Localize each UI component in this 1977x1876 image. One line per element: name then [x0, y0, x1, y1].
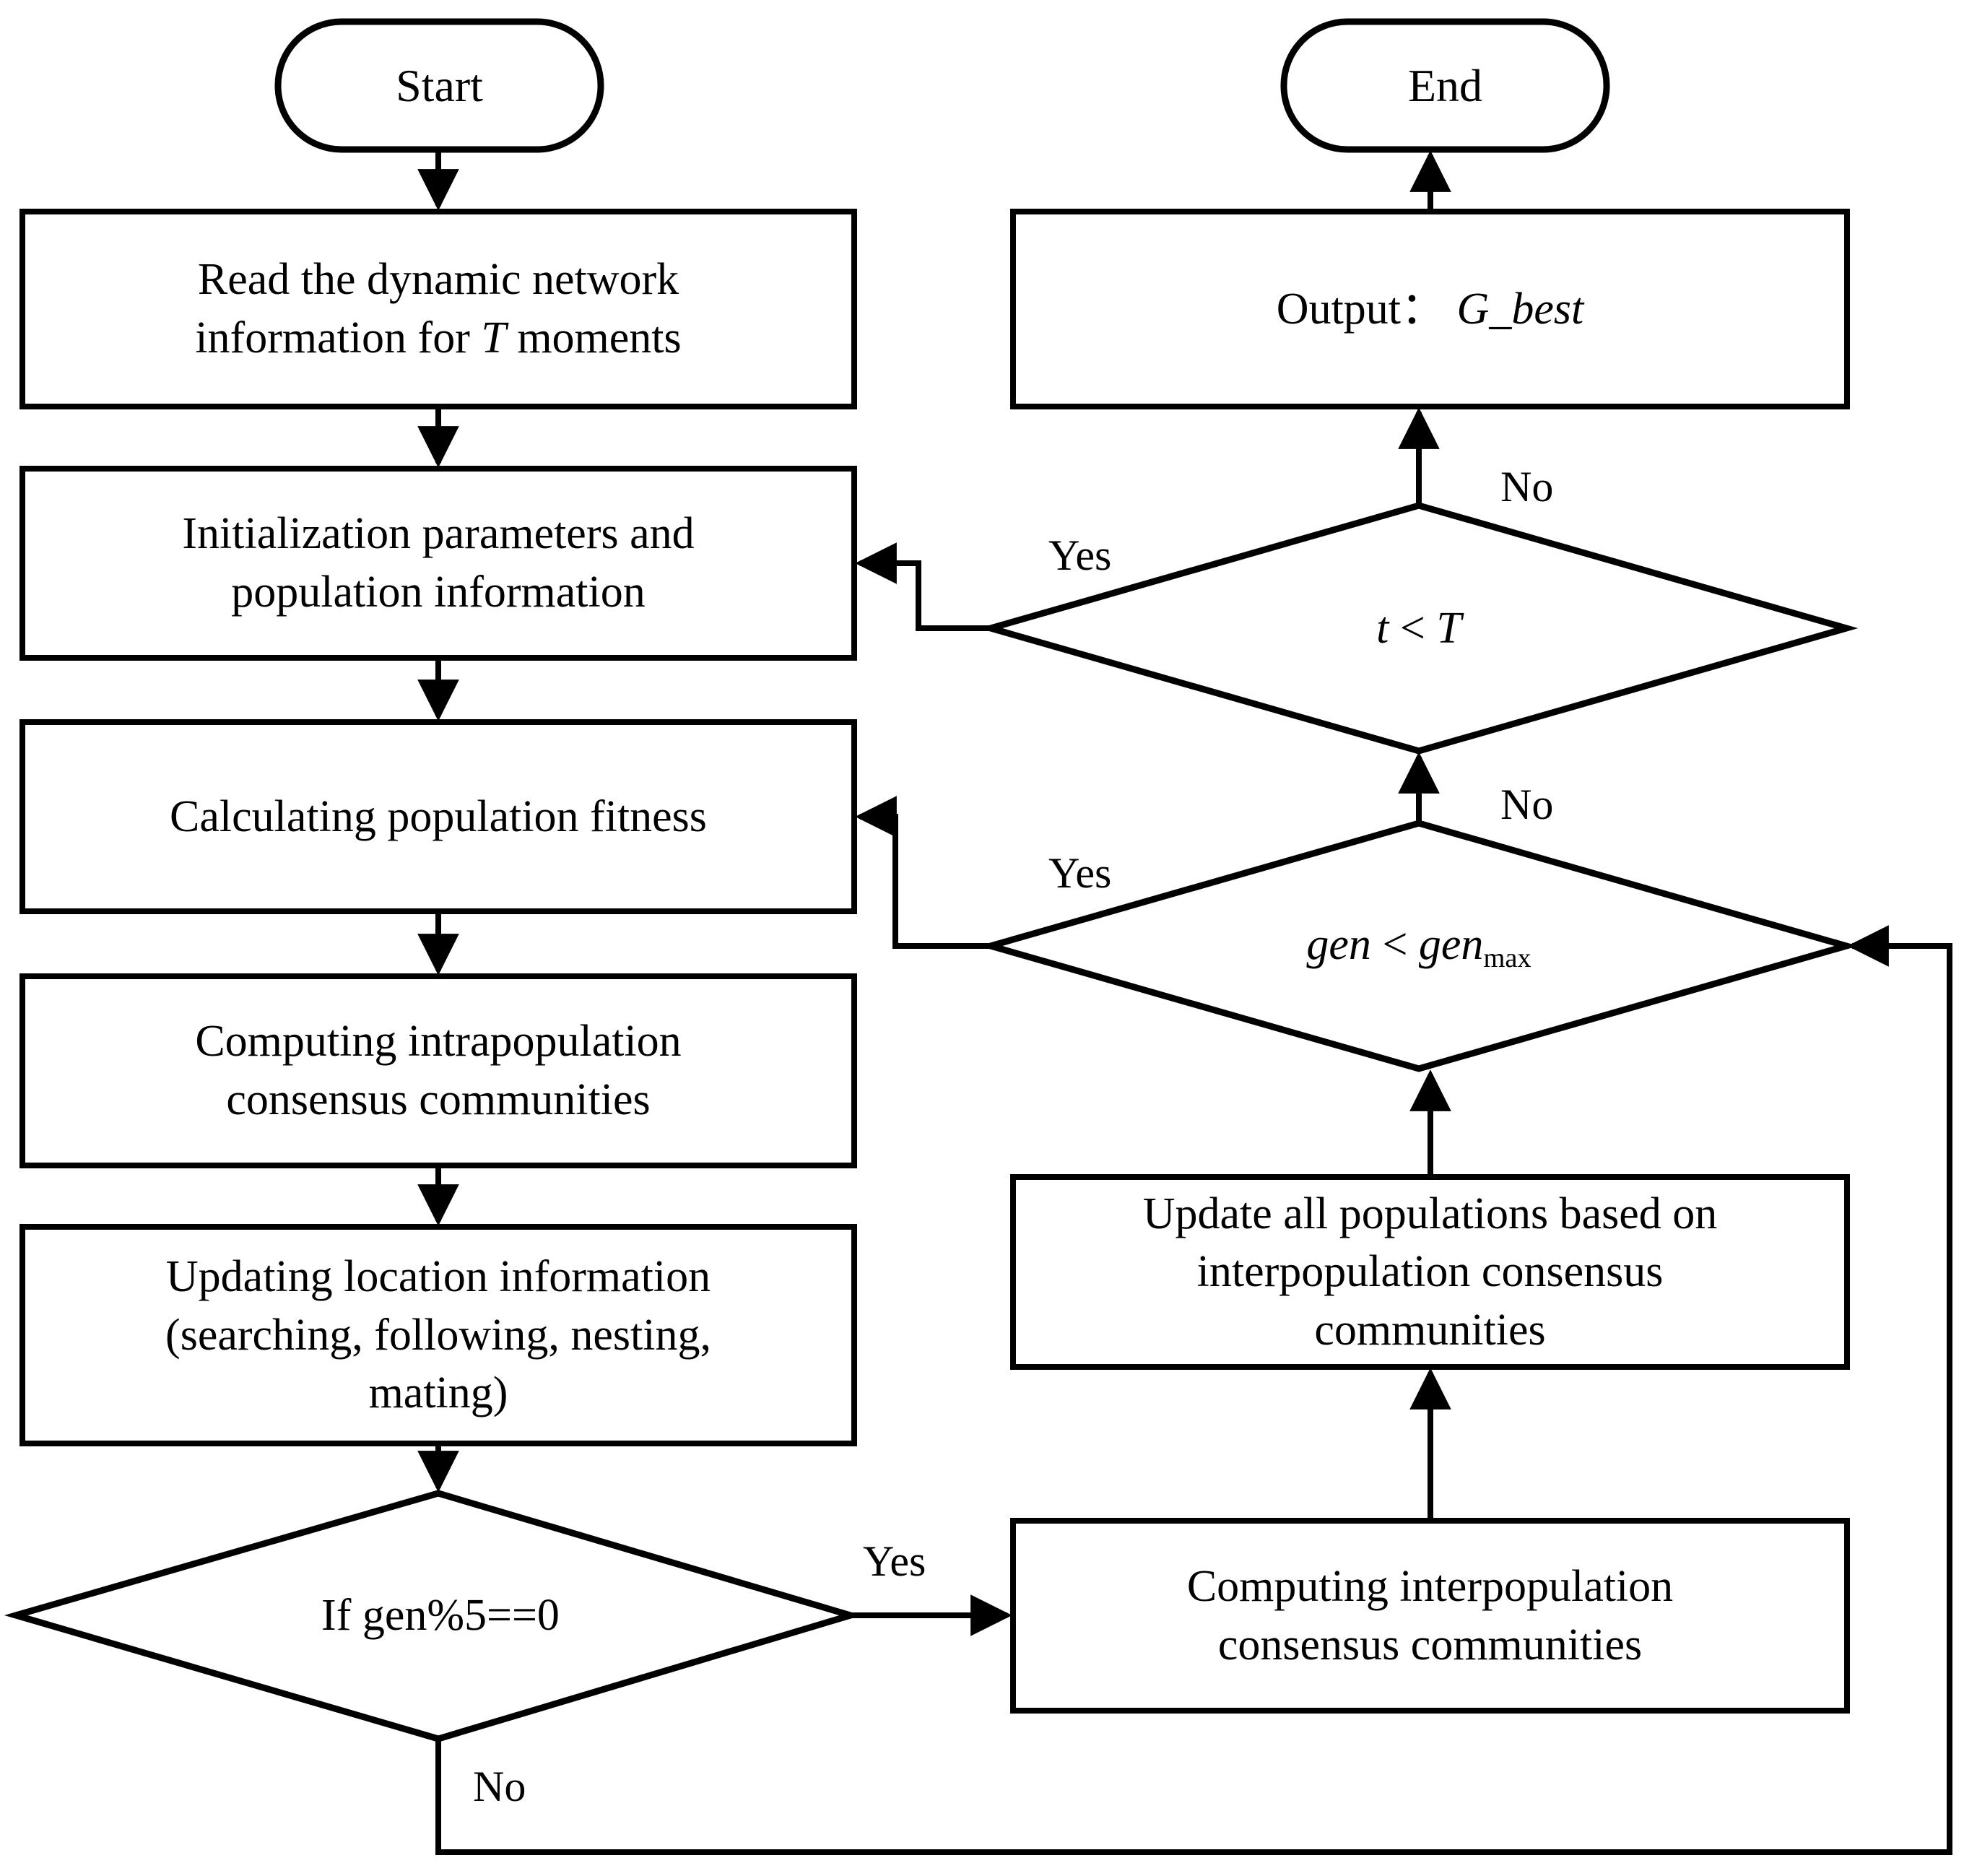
edge-label-if-yes: Yes: [863, 1537, 926, 1585]
edge-ifgen5-no-to-genmax: [435, 925, 1952, 1855]
edge-genmax-yes-to-fitness: [855, 796, 991, 949]
output-box-shape: [1010, 209, 1850, 409]
end-terminator-shape: [1280, 18, 1610, 153]
edge-tltT-yes-to-init: [855, 542, 991, 631]
edge-label-gen-no: No: [1500, 781, 1554, 828]
update-all-box-shape: [1010, 1174, 1850, 1370]
intra-box-shape: [19, 973, 857, 1168]
update-loc-box-shape: [19, 1224, 857, 1446]
edge-label-t-no: No: [1500, 463, 1554, 511]
t-lt-T-diamond-shape: [978, 502, 1859, 755]
init-box-shape: [19, 466, 857, 661]
inter-box-shape: [1010, 1518, 1850, 1714]
start-terminator-shape: [274, 18, 604, 153]
read-network-box-shape: [19, 209, 857, 409]
gen-max-diamond-shape: [978, 820, 1859, 1072]
edge-label-t-yes: Yes: [1048, 531, 1112, 579]
edge-label-gen-yes: Yes: [1048, 849, 1112, 897]
if-gen5-diamond-shape: [4, 1490, 862, 1742]
fitness-box-shape: [19, 719, 857, 914]
edge-label-if-no: No: [473, 1763, 526, 1810]
